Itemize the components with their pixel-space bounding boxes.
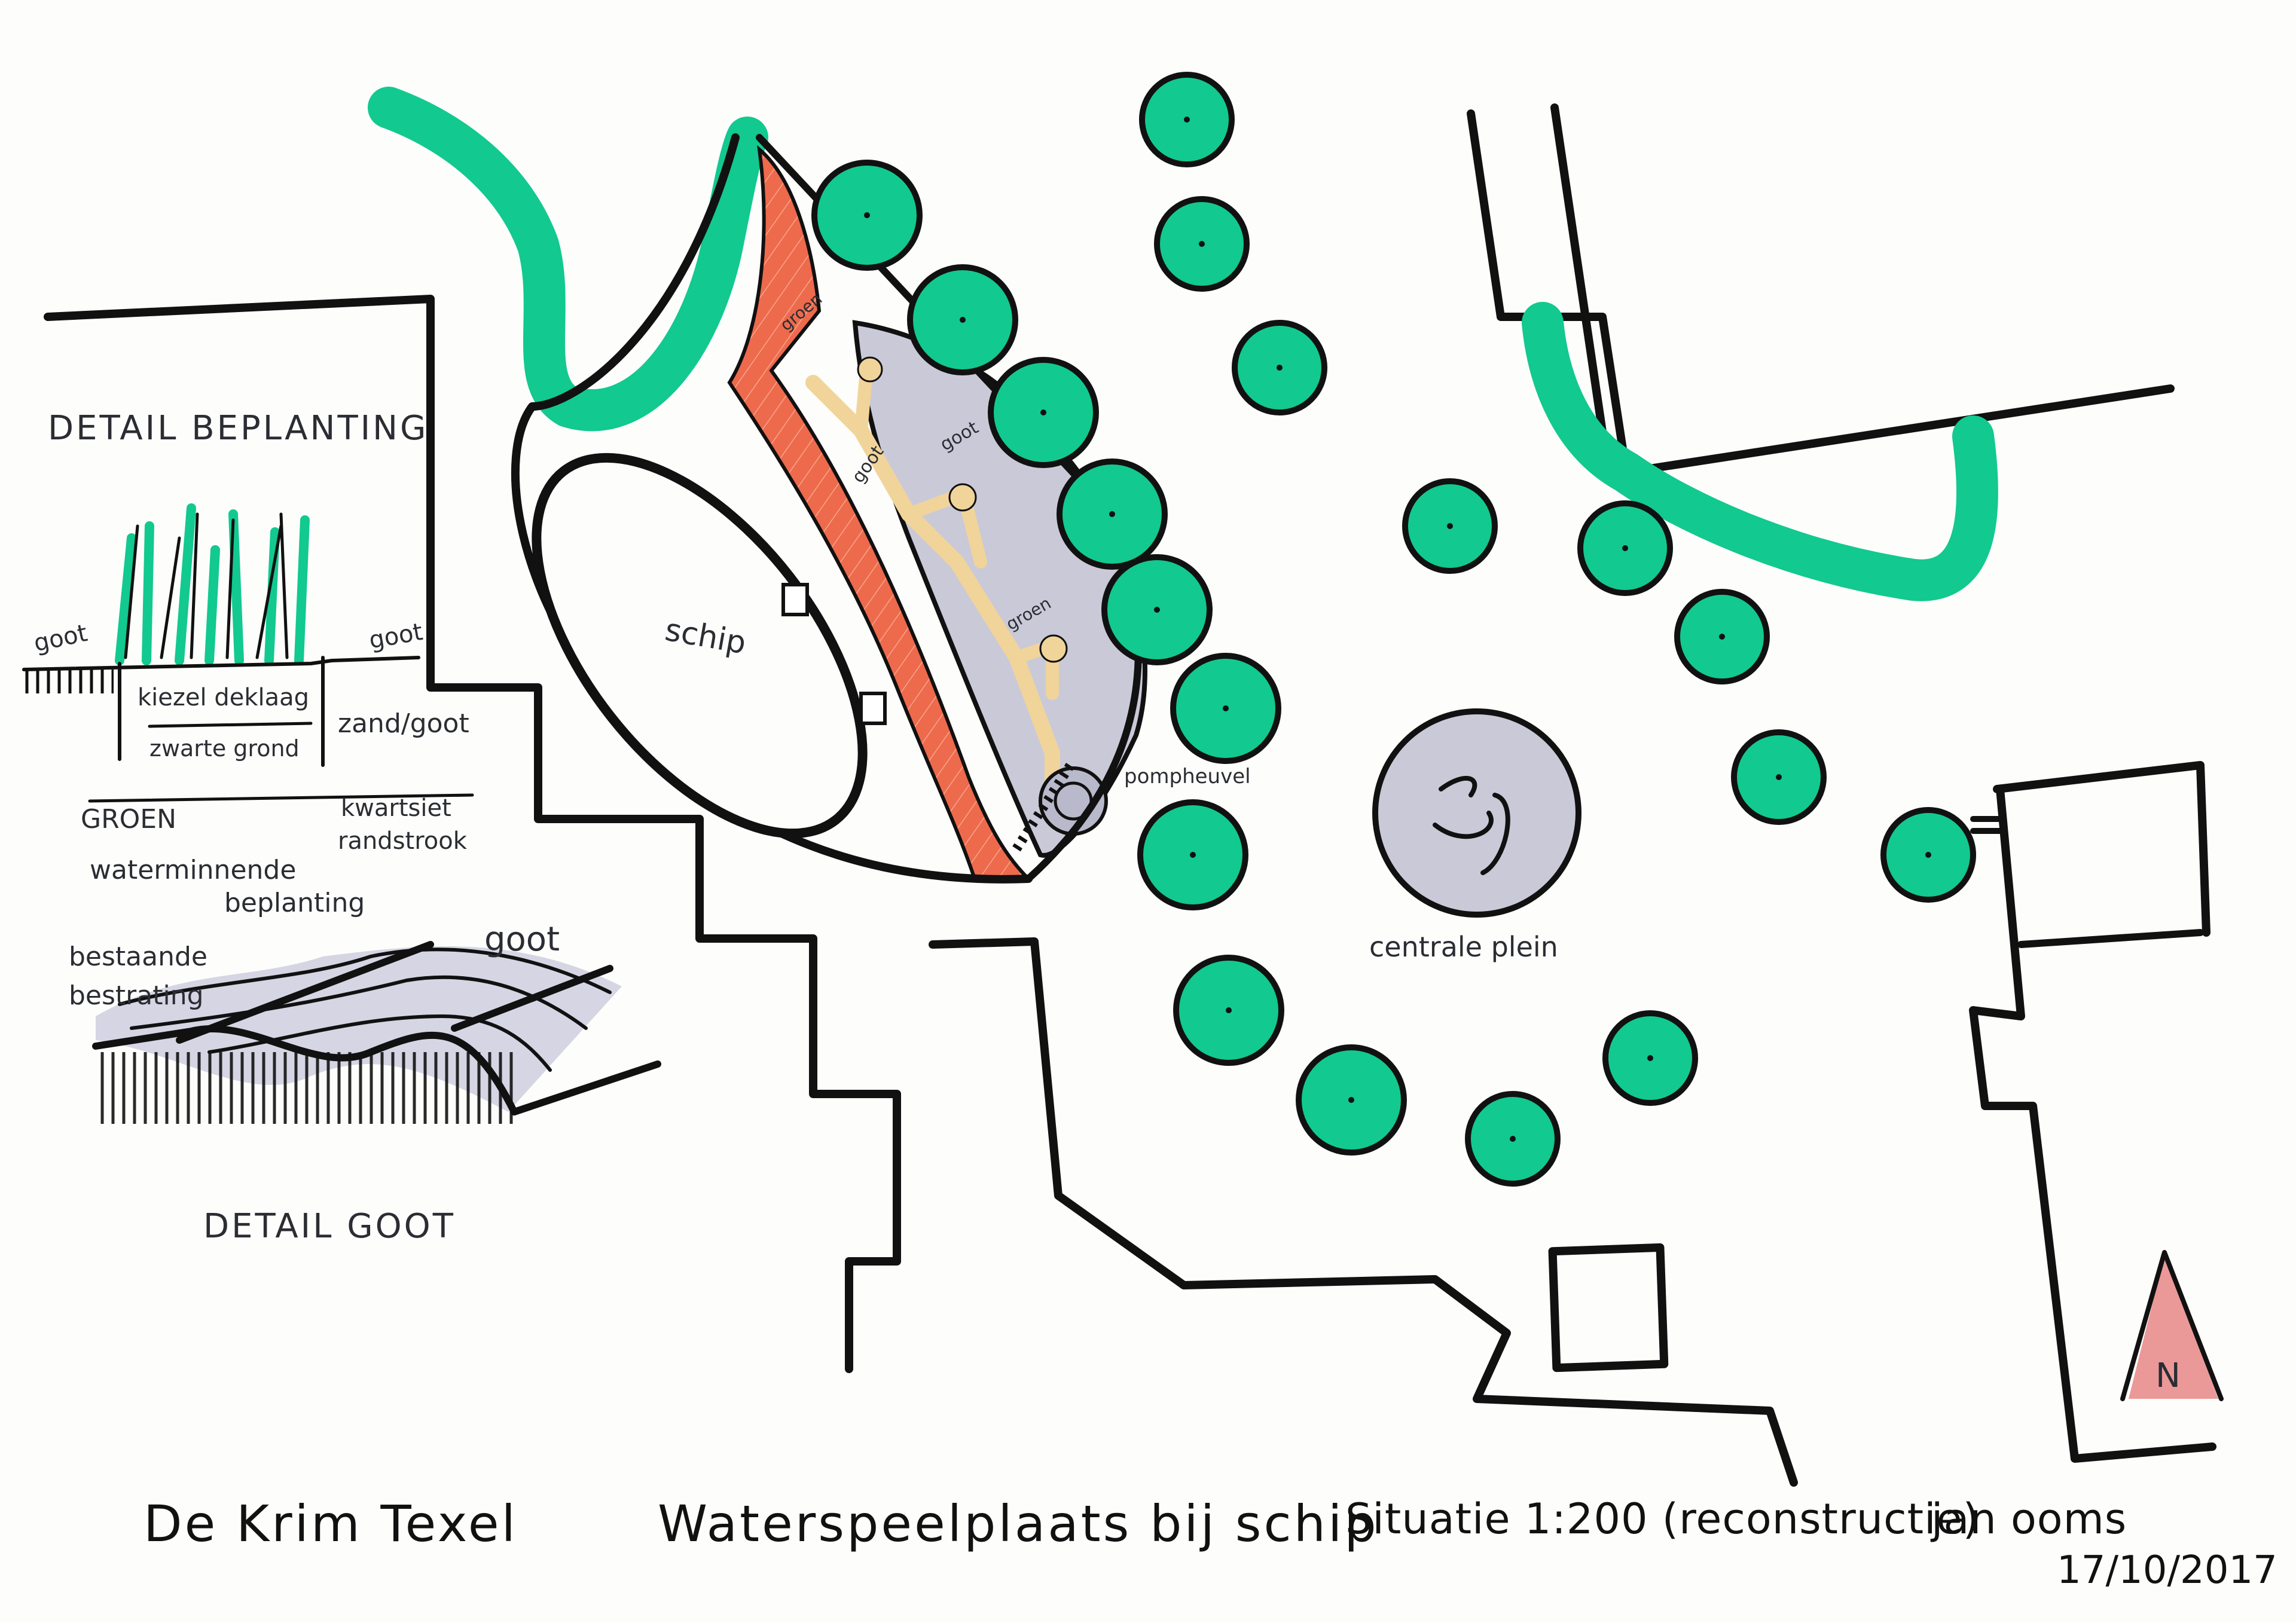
tree bbox=[1139, 72, 1235, 167]
detail-goot-right: goot bbox=[367, 618, 425, 655]
footer-scale: Situatie 1:200 (reconstructie) bbox=[1345, 1494, 1980, 1543]
tree bbox=[1731, 729, 1827, 825]
tree bbox=[1296, 1044, 1407, 1156]
tree bbox=[1402, 478, 1498, 574]
detail-zwarte-grond: zwarte grond bbox=[149, 735, 300, 762]
tree bbox=[1880, 807, 1976, 903]
tree bbox=[907, 264, 1018, 375]
footer-place: De Krim Texel bbox=[144, 1494, 518, 1553]
ship-outline bbox=[532, 453, 868, 839]
tree bbox=[1674, 589, 1770, 684]
detail-watermin-1: waterminnende bbox=[90, 855, 296, 885]
detail-zand-goot: zand/goot bbox=[338, 708, 469, 739]
label-north: N bbox=[2155, 1356, 2181, 1395]
tree bbox=[1232, 320, 1327, 415]
detail-labels: DETAIL BEPLANTING goot goot kiezel dekla… bbox=[32, 409, 560, 1246]
detail-beplanting-heading: DETAIL BEPLANTING bbox=[48, 409, 428, 448]
tree bbox=[1170, 653, 1281, 764]
detail-goot-drawing bbox=[92, 941, 661, 1124]
tree bbox=[988, 357, 1099, 468]
tree bbox=[1154, 196, 1250, 292]
footer-project: Waterspeelplaats bij schip bbox=[658, 1494, 1379, 1553]
detail-bestaande-2: bestrating bbox=[69, 980, 204, 1011]
label-centrale-plein: centrale plein bbox=[1369, 931, 1558, 963]
detail-bestaande-1: bestaande bbox=[69, 942, 207, 972]
detail-randstrook: randstrook bbox=[338, 827, 468, 855]
detail-goot-left: goot bbox=[32, 619, 90, 658]
tree bbox=[1577, 500, 1673, 596]
footer-date: 17/10/2017 bbox=[2057, 1548, 2277, 1593]
detail-kiezel: kiezel deklaag bbox=[138, 684, 309, 711]
detail-beplanting-drawing bbox=[22, 503, 474, 803]
tree bbox=[1057, 459, 1168, 570]
detail-goot-heading: DETAIL GOOT bbox=[203, 1207, 456, 1246]
building-outlines bbox=[44, 103, 2216, 1487]
tree bbox=[1602, 1010, 1698, 1106]
detail-goot: goot bbox=[484, 920, 560, 959]
detail-watermin-2: beplanting bbox=[224, 888, 365, 918]
central-square bbox=[1372, 708, 1581, 918]
north-arrow bbox=[2120, 1250, 2224, 1401]
tree bbox=[1465, 1091, 1561, 1187]
tree bbox=[1137, 799, 1248, 910]
label-pompheuvel: pompheuvel bbox=[1124, 765, 1251, 788]
tree bbox=[811, 160, 923, 271]
tree bbox=[1173, 955, 1284, 1066]
detail-groen: GROEN bbox=[81, 804, 176, 835]
detail-kwartsiet: kwartsiet bbox=[341, 794, 451, 822]
footer-author: jan ooms bbox=[1931, 1494, 2127, 1543]
hedges bbox=[368, 87, 1998, 601]
trees bbox=[811, 72, 1976, 1187]
tree bbox=[1101, 554, 1213, 665]
